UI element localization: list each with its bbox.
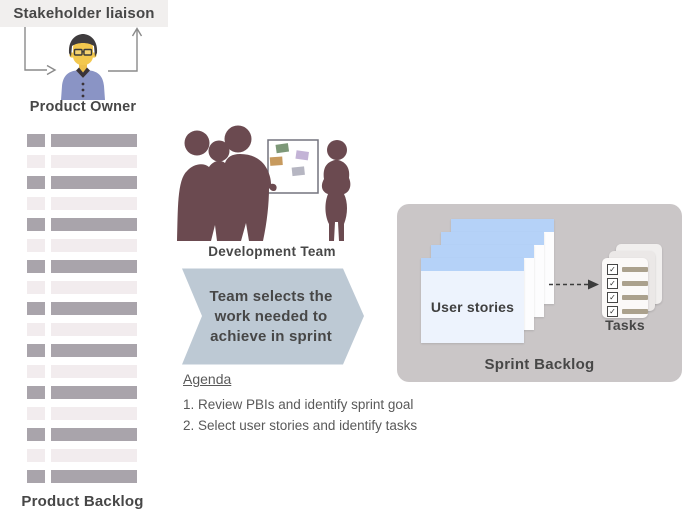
agenda-section: Agenda 1. Review PBIs and identify sprin… bbox=[183, 371, 473, 436]
task-bar bbox=[622, 266, 648, 272]
backlog-row-square bbox=[27, 134, 45, 147]
backlog-row-square bbox=[27, 344, 45, 357]
task-row: ✓ bbox=[607, 276, 648, 290]
card-header bbox=[421, 258, 524, 271]
development-team-label: Development Team bbox=[208, 244, 336, 259]
backlog-row bbox=[27, 260, 137, 273]
product-backlog-rows bbox=[27, 134, 137, 491]
hair-icon bbox=[68, 34, 98, 57]
backlog-row-square bbox=[27, 176, 45, 189]
backlog-row-square bbox=[27, 407, 45, 420]
backlog-row-bar bbox=[51, 281, 137, 294]
backlog-row bbox=[27, 470, 137, 483]
backlog-row-square bbox=[27, 239, 45, 252]
flow-arrow-icon bbox=[24, 27, 143, 76]
glasses-icon bbox=[73, 48, 93, 56]
user-story-card-front: User stories bbox=[421, 258, 524, 343]
backlog-row-square bbox=[27, 260, 45, 273]
card-header bbox=[431, 245, 534, 258]
backlog-row-square bbox=[27, 449, 45, 462]
checkbox-icon: ✓ bbox=[607, 305, 618, 317]
agenda-item: 2. Select user stories and identify task… bbox=[183, 418, 418, 433]
backlog-row-square bbox=[27, 323, 45, 336]
agenda-item: 1. Review PBIs and identify sprint goal bbox=[183, 397, 414, 412]
development-team-illustration bbox=[177, 125, 351, 241]
checkbox-icon: ✓ bbox=[607, 263, 618, 275]
backlog-row-square bbox=[27, 218, 45, 231]
chevron-banner-shape bbox=[182, 268, 364, 365]
checkbox-icon: ✓ bbox=[607, 291, 618, 303]
backlog-row-bar bbox=[51, 218, 137, 231]
backlog-row-square bbox=[27, 155, 45, 168]
product-owner-avatar bbox=[61, 34, 105, 100]
backlog-row bbox=[27, 134, 137, 147]
task-row: ✓ bbox=[607, 262, 648, 276]
backlog-row bbox=[27, 176, 137, 189]
backlog-row-square bbox=[27, 365, 45, 378]
card-header bbox=[441, 232, 544, 245]
task-row: ✓ bbox=[607, 304, 648, 318]
backlog-row-square bbox=[27, 302, 45, 315]
backlog-row-bar bbox=[51, 176, 137, 189]
dashed-arrow-icon bbox=[549, 279, 599, 290]
backlog-row-square bbox=[27, 281, 45, 294]
product-backlog-label: Product Backlog bbox=[21, 493, 144, 510]
backlog-row-square bbox=[27, 386, 45, 399]
backlog-row bbox=[27, 449, 137, 462]
backlog-row bbox=[27, 407, 137, 420]
task-bar bbox=[622, 308, 648, 314]
backlog-row-bar bbox=[51, 239, 137, 252]
backlog-row bbox=[27, 281, 137, 294]
task-bar bbox=[622, 294, 648, 300]
backlog-row-bar bbox=[51, 344, 137, 357]
sprint-backlog-label: Sprint Backlog bbox=[484, 356, 595, 373]
backlog-row-square bbox=[27, 428, 45, 441]
backlog-row-bar bbox=[51, 449, 137, 462]
sticky-note-icon bbox=[269, 143, 309, 177]
backlog-row bbox=[27, 155, 137, 168]
card-header bbox=[451, 219, 554, 232]
task-row: ✓ bbox=[607, 290, 648, 304]
sprint-selection-banner: Team selects the work needed to achieve … bbox=[180, 267, 366, 366]
backlog-row-bar bbox=[51, 134, 137, 147]
backlog-row-bar bbox=[51, 428, 137, 441]
backlog-row-bar bbox=[51, 323, 137, 336]
backlog-row bbox=[27, 428, 137, 441]
backlog-row bbox=[27, 365, 137, 378]
team-silhouettes-icon bbox=[177, 125, 351, 241]
backlog-row bbox=[27, 344, 137, 357]
backlog-row-bar bbox=[51, 365, 137, 378]
banner-text: Team selects the work needed to achieve … bbox=[209, 287, 333, 345]
stakeholder-liaison-label: Stakeholder liaison bbox=[0, 0, 168, 27]
backlog-row-bar bbox=[51, 197, 137, 210]
backlog-row-square bbox=[27, 197, 45, 210]
user-stories-label: User stories bbox=[421, 271, 524, 343]
backlog-row-bar bbox=[51, 260, 137, 273]
backlog-row-square bbox=[27, 470, 45, 483]
backlog-row bbox=[27, 197, 137, 210]
agenda-title: Agenda bbox=[183, 371, 232, 387]
task-bar bbox=[622, 280, 648, 286]
tasks-label: Tasks bbox=[605, 317, 645, 333]
backlog-row-bar bbox=[51, 302, 137, 315]
backlog-row-bar bbox=[51, 470, 137, 483]
backlog-row bbox=[27, 386, 137, 399]
backlog-row bbox=[27, 323, 137, 336]
checkbox-icon: ✓ bbox=[607, 277, 618, 289]
product-owner-label: Product Owner bbox=[29, 99, 137, 115]
task-checklist: ✓ ✓ ✓ ✓ bbox=[602, 258, 648, 318]
backlog-row bbox=[27, 302, 137, 315]
backlog-row-bar bbox=[51, 407, 137, 420]
backlog-row bbox=[27, 239, 137, 252]
sprint-backlog-panel: User stories ✓ ✓ ✓ ✓ Tasks Sprint Backlog bbox=[397, 204, 682, 382]
backlog-row-bar bbox=[51, 386, 137, 399]
backlog-row bbox=[27, 218, 137, 231]
backlog-row-bar bbox=[51, 155, 137, 168]
